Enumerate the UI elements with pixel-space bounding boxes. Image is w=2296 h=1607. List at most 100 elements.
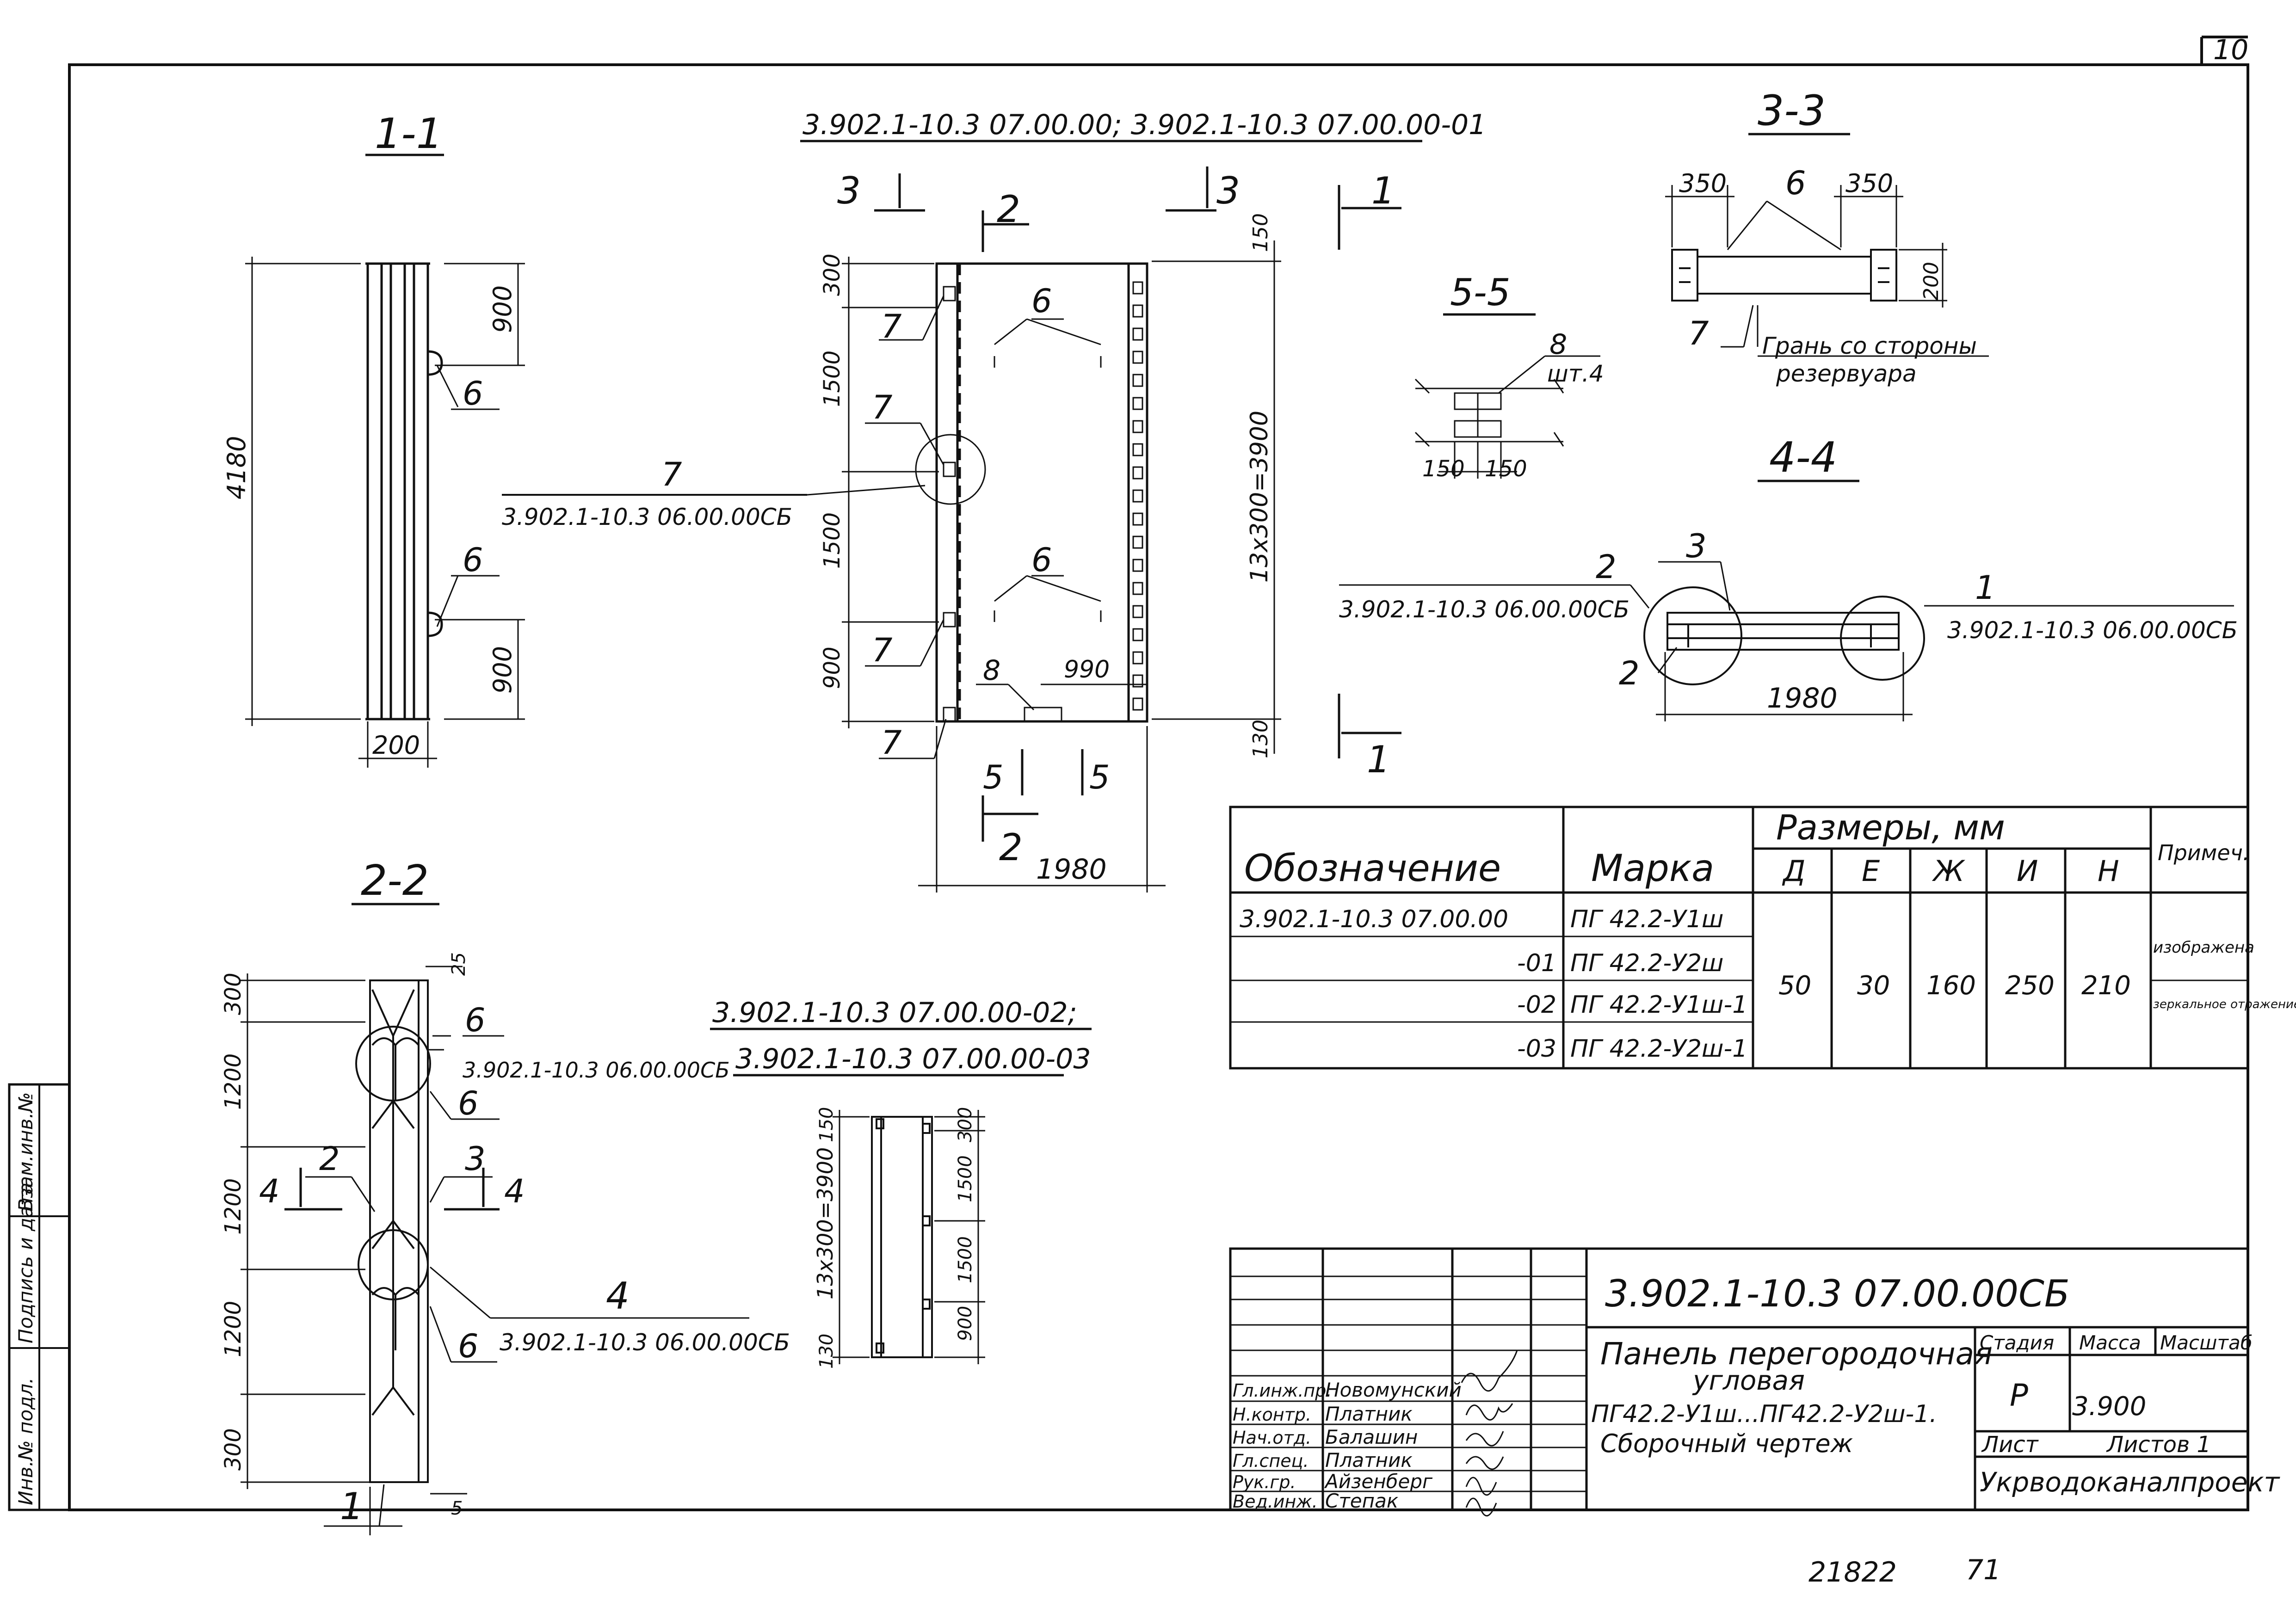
view-02-03: 3.902.1-10.3 07.00.00-02; 3.902.1-10.3 0…: [710, 997, 1092, 1369]
title-name-4: Сборочный чертеж: [1600, 1429, 1853, 1458]
staff-role: Н.контр.: [1233, 1404, 1311, 1425]
dim-200: 200: [372, 731, 420, 760]
page-number: 10: [2213, 34, 2248, 66]
section-3-3: 3-3 350 350: [1665, 86, 1989, 387]
dim-150-a: 150: [1422, 456, 1465, 482]
mark-2-top: 2: [997, 188, 1020, 231]
main-dim-1500-b: 1500: [819, 512, 845, 569]
label-sheet: Лист: [1981, 1432, 2039, 1458]
dim-350-right: 350: [1845, 169, 1893, 198]
mark-2-bottom: 2: [999, 826, 1023, 869]
dim-1980-4-4: 1980: [1767, 682, 1838, 714]
callout-2-4-4-top: 2: [1596, 548, 1617, 586]
staff-name: Айзенберг: [1324, 1470, 1433, 1493]
table-row-mark: ПГ 42.2-У2ш-1: [1570, 1035, 1747, 1063]
view-02-dim-13x300: 13x300=3900: [813, 1147, 838, 1299]
main-view: 3.902.1-10.3 07.00.00; 3.902.1-10.3 07.0…: [502, 109, 1486, 893]
spec-col-n: Н: [2098, 854, 2119, 888]
view-02-dim-900: 900: [955, 1306, 976, 1341]
note-face-line-1: Грань со стороны: [1762, 332, 1977, 359]
doc-code: 3.902.1-10.3 07.00.00СБ: [1605, 1272, 2070, 1315]
section-3-3-title: 3-3: [1758, 86, 1826, 135]
label-sheets: Листов 1: [2106, 1432, 2211, 1458]
main-view-heading: 3.902.1-10.3 07.00.00; 3.902.1-10.3 07.0…: [802, 109, 1486, 141]
title-name-1: Панель перегородочная: [1600, 1336, 1993, 1372]
section-2-2: 2-2 300: [220, 856, 790, 1535]
callout-3-4-4: 3: [1686, 527, 1707, 565]
spec-col-e: Е: [1862, 854, 1880, 888]
section-5-5: 5-5 8 шт.4 150 150: [1414, 271, 1604, 482]
callout-3-2-2: 3: [465, 1140, 486, 1178]
view-02-dim-1500-a: 1500: [955, 1155, 976, 1202]
dim-900-bottom: 900: [488, 646, 517, 694]
bottom-numbers: 21822 71: [1808, 1554, 2001, 1589]
callout-1-2-2: 1: [340, 1485, 364, 1528]
mark-1-bottom: 1: [1367, 738, 1390, 781]
table-row-mark: ПГ 42.2-У1ш-1: [1570, 991, 1747, 1019]
org-name: Укрводоканалпроект: [1980, 1466, 2280, 1498]
section-4-4: 4-4 2 3 1 2 3.902.1-10.3 06.00.00СБ: [1339, 433, 2238, 721]
main-dim-13x300: 13x300=3900: [1246, 411, 1273, 583]
section-4-4-title: 4-4: [1769, 433, 1837, 482]
note-face-line-2: резервуара: [1776, 360, 1917, 387]
view-02-heading-2: 3.902.1-10.3 07.00.00-03: [735, 1043, 1091, 1075]
mark-3-left: 3: [837, 169, 861, 212]
spec-col-i: И: [2017, 854, 2038, 888]
label-scale: Масштаб: [2160, 1331, 2253, 1354]
section-1-1: 1-1 4180: [222, 110, 525, 768]
dim-150-b: 150: [1485, 456, 1527, 482]
right-column-slots: [1132, 281, 1143, 711]
mark-3-right: 3: [1216, 169, 1240, 212]
size-d: 50: [1778, 971, 1811, 1001]
dim-300-bottom-2-2: 300: [220, 1428, 246, 1471]
main-callout-7-a: 7: [881, 308, 902, 345]
dim-4180: 4180: [222, 436, 251, 499]
main-dim-150: 150: [1249, 213, 1272, 252]
staff-name: Платник: [1325, 1403, 1413, 1425]
callout-1-4-4: 1: [1975, 569, 1996, 607]
section-2-2-title: 2-2: [361, 856, 429, 905]
ref-callout-7: 7: [661, 456, 682, 493]
staff-name: Балашин: [1325, 1426, 1418, 1448]
bottom-number-2: 71: [1966, 1554, 2001, 1586]
section-1-1-title: 1-1: [375, 110, 443, 158]
signatures: [1461, 1350, 1518, 1517]
callout-6-bottom: 6: [463, 541, 483, 579]
main-dim-990: 990: [1064, 656, 1110, 683]
dim-5: 5: [451, 1498, 463, 1519]
mark-5-right: 5: [1089, 758, 1110, 796]
dim-25: 25: [448, 952, 469, 976]
mark-4-left: 4: [259, 1172, 280, 1210]
size-zh: 160: [1926, 971, 1976, 1001]
stamp-signature-date: Подпись и дата: [14, 1182, 37, 1343]
callout-6-top: 6: [463, 375, 483, 413]
dim-200-3-3: 200: [1920, 262, 1943, 301]
spec-head-designation: Обозначение: [1244, 847, 1501, 890]
section-marker-labels: 3 3 2 2 1 1 5 5: [837, 169, 1395, 869]
table-row-designation: -03: [1517, 1035, 1556, 1063]
dim-900-top: 900: [488, 285, 517, 333]
view-02-dim-1500-b: 1500: [955, 1236, 976, 1283]
main-callout-7-c: 7: [872, 631, 893, 669]
bottom-number-1: 21822: [1808, 1556, 1897, 1589]
view-02-heading-1: 3.902.1-10.3 07.00.00-02;: [712, 997, 1077, 1029]
ref-2-2-top: 3.902.1-10.3 06.00.00СБ: [463, 1058, 730, 1083]
staff-role: Гл.спец.: [1233, 1451, 1309, 1471]
section-5-5-title: 5-5: [1450, 271, 1511, 314]
title-block: 3.902.1-10.3 07.00.00СБ Панель перегород…: [1229, 1247, 2280, 1517]
main-callout-8: 8: [983, 654, 1000, 687]
table-row-designation: -01: [1517, 949, 1556, 977]
ref-4-4-right: 3.902.1-10.3 06.00.00СБ: [1947, 617, 2238, 644]
spec-col-d: Д: [1782, 854, 1805, 888]
size-e: 30: [1857, 971, 1890, 1001]
dim-1200-b: 1200: [220, 1178, 246, 1235]
view-02-dim-300: 300: [955, 1107, 976, 1142]
dim-300-top-2-2: 300: [220, 973, 246, 1015]
staff-name: Новомунский: [1325, 1379, 1462, 1401]
mark-1-top: 1: [1371, 169, 1395, 212]
note-shown: изображена: [2153, 938, 2254, 957]
table-row-mark: ПГ 42.2-У2ш: [1570, 949, 1724, 977]
callout-6-2-2-c: 6: [458, 1327, 479, 1365]
staff-role: Нач.отд.: [1233, 1428, 1311, 1448]
